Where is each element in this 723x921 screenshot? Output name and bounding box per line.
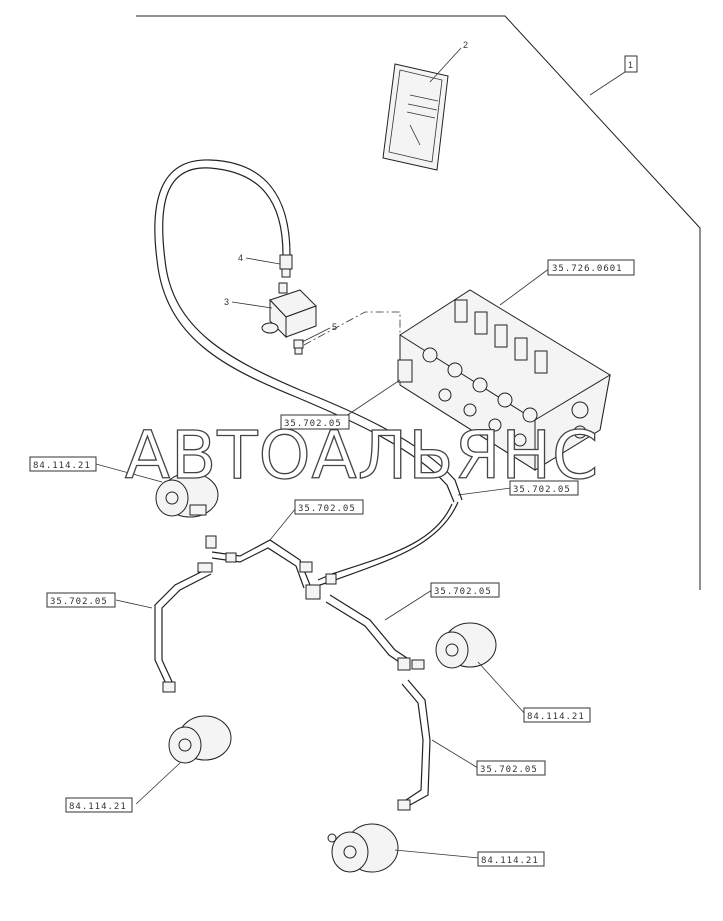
- ref-c-label-box: [294, 499, 364, 515]
- item5-leader-line: [301, 327, 331, 343]
- item2-callout-number: 2: [463, 40, 468, 50]
- item3-leader-line: [231, 301, 273, 309]
- ref-a-label-box: [280, 414, 350, 430]
- item5-callout-number: 5: [332, 322, 337, 332]
- control-valve-label: 35.726.0601: [552, 264, 623, 274]
- ref-e-leader: [384, 589, 433, 621]
- pilot-hose-loop: [162, 167, 463, 501]
- ref-d-label: 35.702.05: [50, 597, 108, 607]
- actuator-c-label: 84.114.21: [69, 802, 127, 812]
- control-valve-label-box: [547, 259, 635, 276]
- ref-c-leader: [269, 507, 297, 541]
- hydraulic-line-top-2: [317, 503, 453, 581]
- hydraulic-line-down-left-2: [161, 573, 212, 687]
- ref-e-label: 35.702.05: [434, 587, 492, 597]
- kit-callout-number: 1: [628, 60, 633, 70]
- actuator-right: [435, 622, 497, 669]
- hydraulic-line-top: [319, 501, 459, 586]
- ref-d-leader: [115, 599, 153, 609]
- ref-f-label: 35.702.05: [480, 765, 538, 775]
- actuator-b-leader: [477, 661, 526, 715]
- item3-callout-number: 3: [224, 297, 229, 307]
- actuator-a-label-box: [29, 456, 97, 472]
- watermark-text: АВТОАЛЬЯНС: [125, 417, 599, 494]
- item4-callout-number: 4: [238, 253, 243, 263]
- hydraulic-line-down-left: [154, 569, 206, 689]
- ref-f-leader: [431, 739, 479, 769]
- ref-c-label: 35.702.05: [298, 504, 356, 514]
- ref-f-label-box: [476, 760, 546, 776]
- actuator-d-label: 84.114.21: [481, 856, 539, 866]
- pilot-hose-loop-inner: [154, 159, 455, 503]
- solenoid-valve: [261, 282, 317, 339]
- actuator-c-label-box: [65, 797, 133, 813]
- kit-callout-box: [624, 55, 638, 73]
- hydraulic-line-right: [329, 594, 411, 661]
- item4-leader-line: [245, 257, 281, 265]
- actuator-d-label-box: [477, 851, 545, 867]
- ref-b-label: 35.702.05: [513, 485, 571, 495]
- ref-a-label: 35.702.05: [284, 419, 342, 429]
- actuator-b-label: 84.114.21: [527, 712, 585, 722]
- actuator-a-leader: [95, 463, 163, 483]
- actuator-lower-left: [168, 715, 232, 764]
- ref-b-label-box: [509, 480, 579, 496]
- ref-e-label-box: [430, 582, 500, 598]
- mounting-centerline: [303, 311, 401, 350]
- kit-leader-line: [589, 69, 629, 96]
- actuator-bottom: [327, 823, 399, 873]
- control-valve-assembly: [397, 289, 611, 471]
- actuator-c-leader: [135, 762, 181, 805]
- ref-b-leader: [457, 487, 512, 496]
- ref-d-label-box: [46, 592, 116, 608]
- tee-fittings: [162, 535, 425, 811]
- adapter-fitting: [293, 339, 304, 355]
- actuator-a-label: 84.114.21: [33, 461, 91, 471]
- ref-a-leader: [339, 379, 401, 421]
- actuator-b-label-box: [523, 707, 591, 723]
- hydraulic-line-lower-right: [407, 679, 431, 806]
- hydraulic-line-right-2: [325, 601, 406, 667]
- kit-bracket-line: [136, 15, 701, 590]
- manual-sheet: [382, 63, 449, 171]
- hydraulic-line-lower-right-2: [401, 683, 424, 801]
- item2-leader-line: [429, 47, 462, 83]
- actuator-d-leader: [394, 849, 480, 859]
- hose-fitting: [279, 254, 293, 278]
- actuator-upper-left: [155, 472, 219, 518]
- control-valve-leader: [499, 267, 551, 306]
